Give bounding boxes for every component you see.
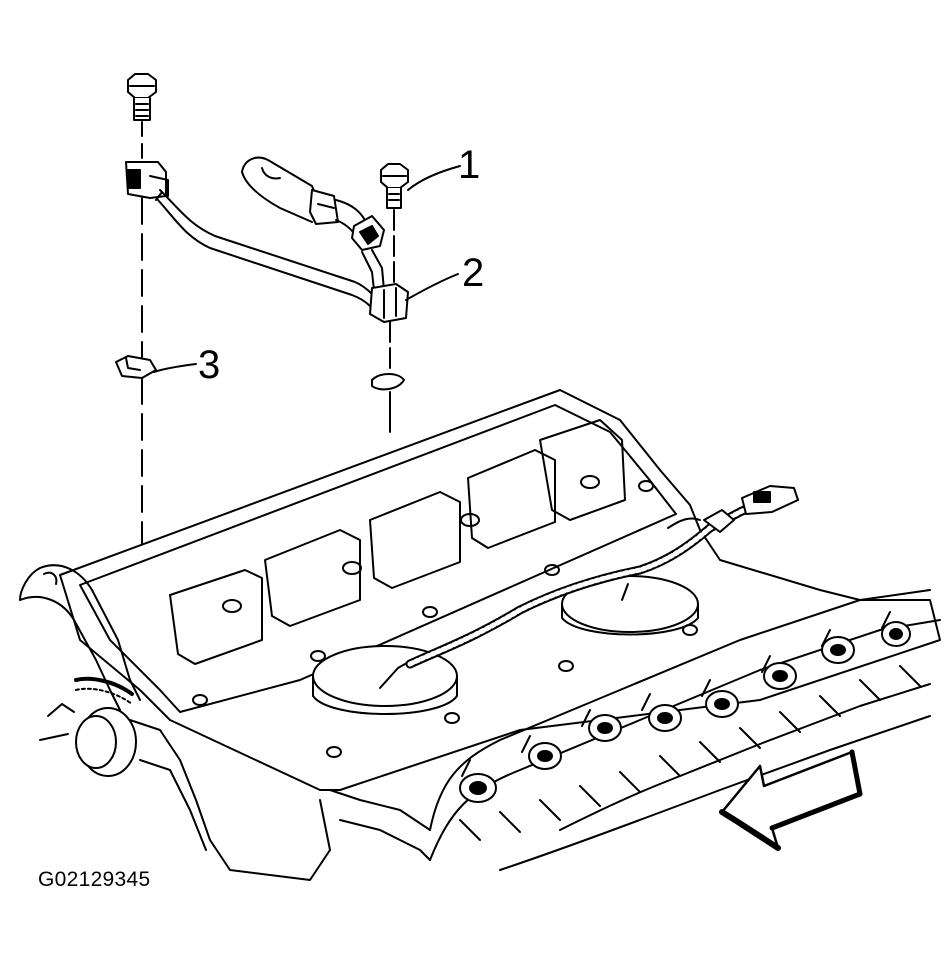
stud-left — [115, 355, 157, 379]
front-arrow — [719, 749, 863, 851]
clip-right — [369, 283, 409, 323]
callout-1: 1 — [458, 143, 480, 187]
callout-3: 3 — [198, 343, 220, 387]
hose-upper — [241, 156, 385, 291]
figure-id: G02129345 — [38, 868, 151, 891]
leader-2 — [405, 273, 459, 301]
engine-lower — [329, 589, 941, 871]
callout-2: 2 — [462, 251, 484, 295]
leader-3 — [153, 363, 197, 373]
manifold-plate — [59, 389, 941, 791]
stud-right — [371, 373, 405, 433]
clip-left — [125, 161, 169, 199]
intake-pipe — [19, 564, 331, 881]
leader-1 — [407, 165, 461, 191]
bolt-left — [127, 73, 157, 121]
wiring-harness — [405, 485, 799, 669]
rocker-arms — [459, 621, 911, 803]
harness-pipe — [155, 189, 373, 307]
bolt-right — [380, 163, 409, 209]
